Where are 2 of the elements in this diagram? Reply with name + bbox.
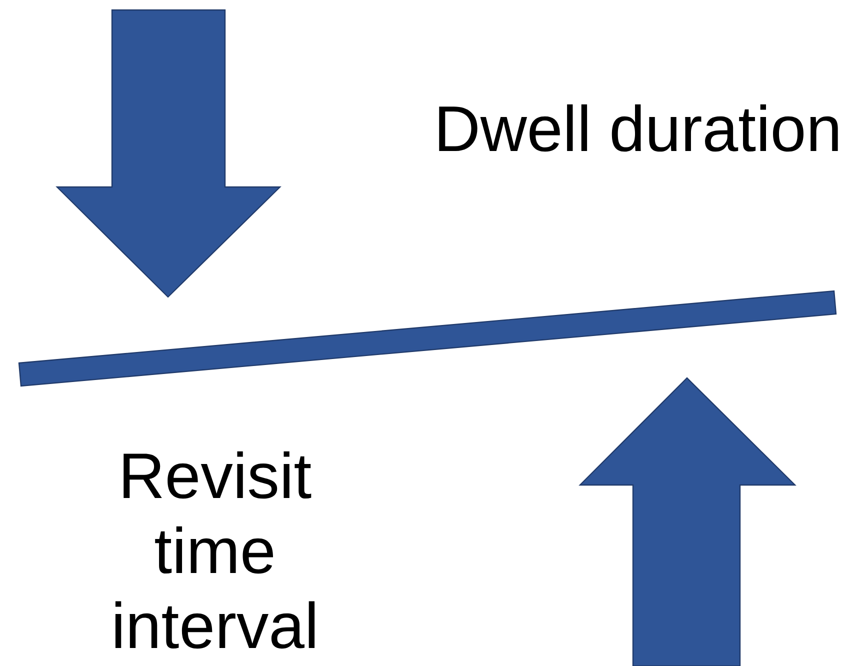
label: Revisit time interval — [115, 451, 315, 649]
label: Dwell duration — [439, 104, 838, 152]
